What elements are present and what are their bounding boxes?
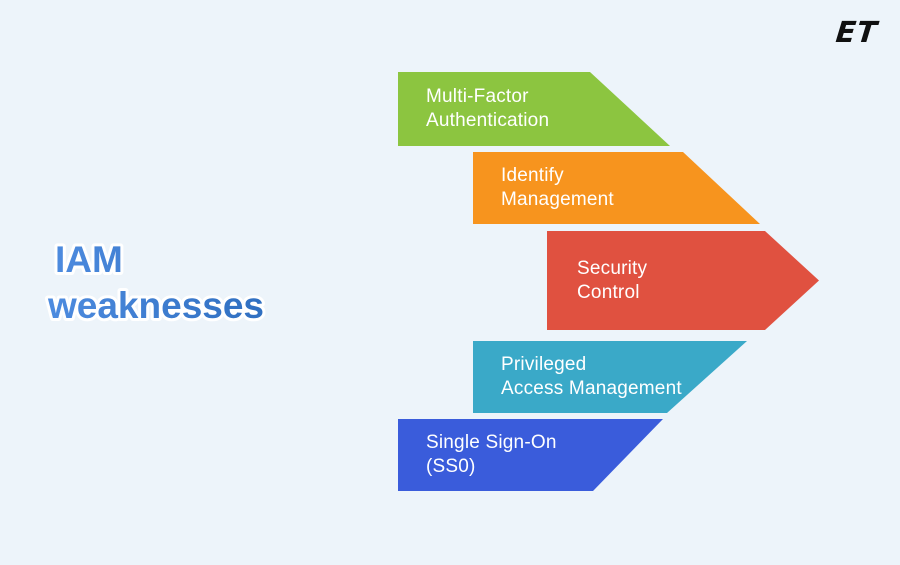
banner-label-line-2: Authentication — [426, 110, 550, 131]
banner-privileged-access-management: Privileged Access Management — [473, 341, 747, 413]
banner-multi-factor-authentication: Multi-Factor Authentication — [398, 72, 670, 146]
banner-label-line-1: Security — [577, 257, 648, 279]
banner-label-line-2: Management — [501, 189, 614, 210]
title-line-2: weaknesses — [47, 285, 264, 326]
banner-label: Multi-Factor Authentication — [426, 85, 549, 133]
banner-label: Identify Management — [501, 164, 614, 212]
banner-single-sign-on: Single Sign-On (SS0) — [398, 419, 663, 491]
banner-label-line-2: Control — [577, 281, 640, 303]
brand-logo: ET — [834, 15, 880, 49]
banner-label-line-2: Access Management — [501, 378, 682, 399]
banner-label: Security Control — [577, 257, 647, 305]
banner-label-line-1: Single Sign-On — [426, 432, 557, 453]
banner-label: Single Sign-On (SS0) — [426, 431, 557, 479]
banner-label-line-1: Identify — [501, 165, 564, 186]
banner-label-line-1: Multi-Factor — [426, 86, 529, 107]
banner-security-control: Security Control — [547, 231, 819, 330]
banner-identify-management: Identify Management — [473, 152, 760, 224]
page-title: IAM weaknesses — [44, 236, 267, 329]
title-line-1: IAM — [55, 239, 123, 280]
banner-label: Privileged Access Management — [501, 353, 682, 401]
banner-label-line-1: Privileged — [501, 354, 587, 375]
banner-label-line-2: (SS0) — [426, 456, 476, 477]
